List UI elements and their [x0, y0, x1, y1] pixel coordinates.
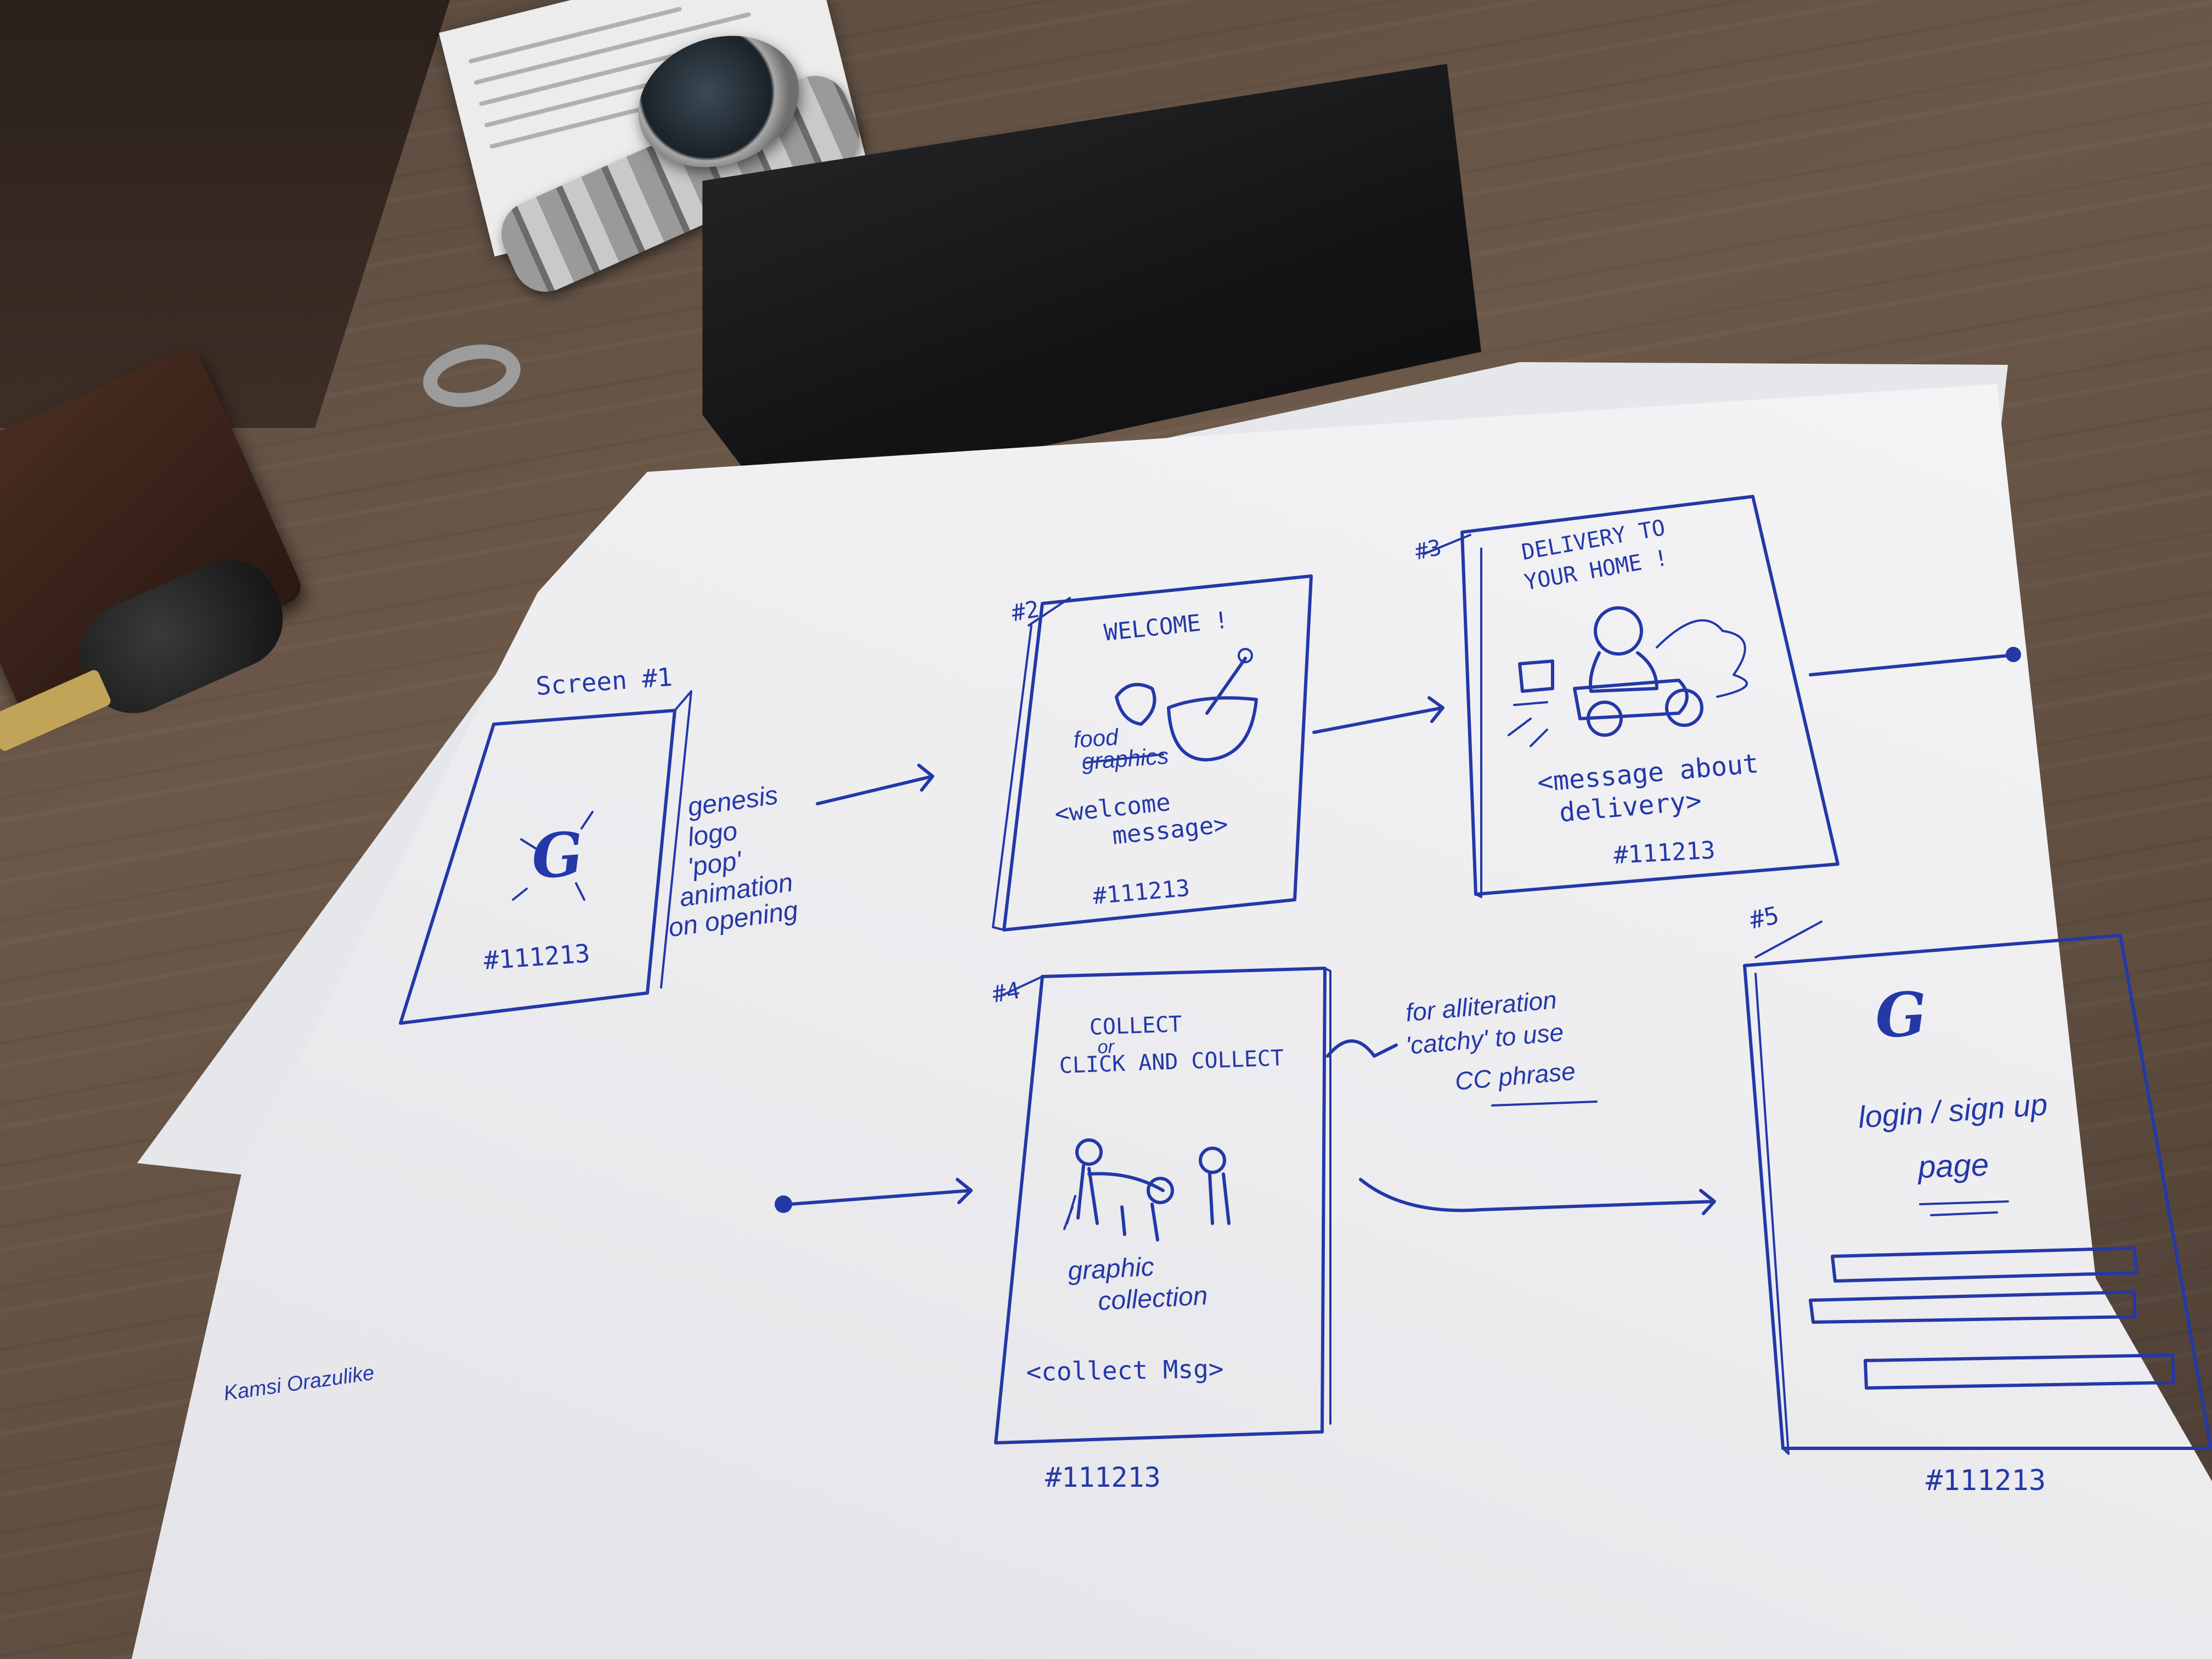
- screen4-heading: COLLECT: [1089, 1012, 1183, 1040]
- package-box: [1518, 659, 1554, 693]
- screen3-number: #3: [1413, 534, 1444, 565]
- person-mid-head: [1147, 1177, 1174, 1204]
- screen4-frame: [994, 967, 1327, 1444]
- screen4-code: #111213: [1045, 1462, 1161, 1493]
- logo-pop-arrows: [512, 811, 594, 901]
- note-arrow: [1326, 1039, 1398, 1058]
- screen3-code: #111213: [1612, 836, 1716, 870]
- screen3-frame: [1460, 495, 1839, 896]
- arrow-4-to-5: [1359, 1178, 1716, 1215]
- genesis-logo-icon: G: [1873, 978, 1929, 1052]
- person-left-head: [1075, 1138, 1103, 1166]
- arrow-1-to-2: [816, 764, 934, 805]
- screen5-code: #111213: [1926, 1464, 2046, 1497]
- input-field-2: [1809, 1290, 2137, 1324]
- screen5-frame: [1743, 934, 2212, 1450]
- person-right-head: [1199, 1147, 1226, 1174]
- screen2-frame: [1002, 574, 1313, 932]
- connector-dot: [775, 1195, 792, 1213]
- delivery-person-head: [1594, 606, 1643, 656]
- screen2-number: #2: [1009, 595, 1042, 627]
- bowl-sketch: [1167, 696, 1258, 761]
- bread-sketch: [1115, 682, 1156, 726]
- screen5-number: #5: [1747, 901, 1782, 935]
- input-field-1: [1831, 1246, 2138, 1283]
- screen5-heading: page: [1917, 1147, 1990, 1185]
- login-button-sketch: [1864, 1353, 2175, 1390]
- screen1-frame: [399, 709, 676, 1025]
- counter: [1087, 1172, 1165, 1192]
- screen4-number: #4: [990, 977, 1023, 1008]
- screen4-graphics-label: graphic: [1067, 1252, 1155, 1286]
- connector-3-to-4: [1809, 654, 2010, 676]
- genesis-logo-icon: G: [529, 818, 586, 893]
- screen4-graphics-label: collection: [1097, 1281, 1209, 1316]
- arrow-into-4: [788, 1178, 973, 1206]
- arrow-2-to-3: [1312, 696, 1444, 734]
- scooter: [1573, 679, 1689, 720]
- motion-lines: [1656, 619, 1748, 698]
- screen4-message: <collect Msg>: [1025, 1353, 1224, 1387]
